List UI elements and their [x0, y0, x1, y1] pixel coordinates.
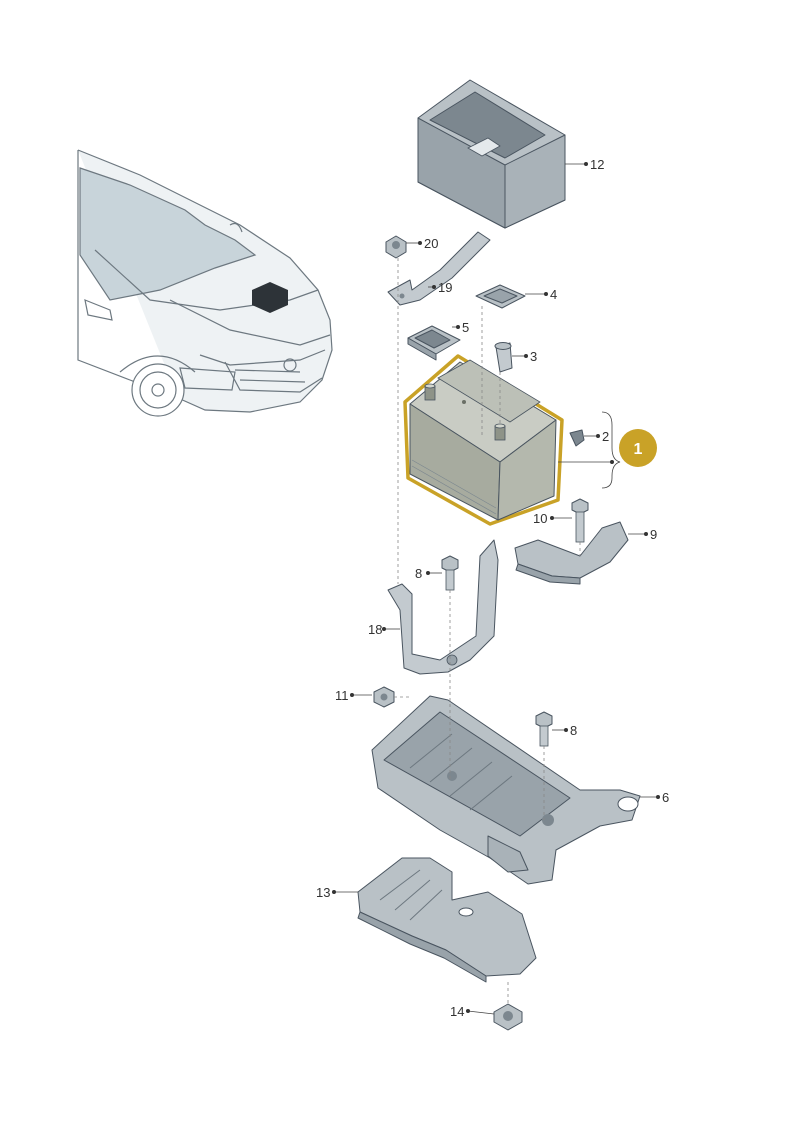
callout-10[interactable]: 10	[533, 511, 547, 526]
bolt-2	[569, 429, 585, 447]
callout-12[interactable]: 12	[590, 157, 604, 172]
callout-8-lower[interactable]: 8	[570, 723, 577, 738]
leader-dots	[332, 162, 660, 1013]
callout-13[interactable]: 13	[316, 885, 330, 900]
battery-1	[403, 354, 564, 526]
nut-11	[373, 686, 395, 708]
callout-5[interactable]: 5	[462, 320, 469, 335]
bracket-strap-18	[387, 539, 499, 675]
assembly-lines	[394, 258, 581, 1004]
lower-bracket-13	[357, 857, 537, 983]
highlight-badge-circle	[619, 429, 657, 467]
battery-location-marker	[252, 282, 288, 313]
callout-14[interactable]: 14	[450, 1004, 464, 1019]
callout-19[interactable]: 19	[438, 280, 452, 295]
cover-cap-4	[475, 284, 526, 309]
highlight-badge-label: 1	[634, 441, 643, 458]
bolt-10	[571, 498, 589, 543]
callout-8-upper[interactable]: 8	[415, 566, 422, 581]
plug-3	[494, 342, 513, 373]
callout-3[interactable]: 3	[530, 349, 537, 364]
bolt-8-upper	[441, 555, 459, 591]
battery-box-cover	[417, 79, 566, 229]
callout-9[interactable]: 9	[650, 527, 657, 542]
clamp-strip-19	[387, 231, 491, 306]
callout-labels: 12 20 19 4 5 3 2 10 9 8 18 11 8 6 13 14	[316, 157, 669, 1019]
bolt-8-lower	[535, 711, 553, 747]
callout-11[interactable]: 11	[335, 688, 349, 703]
leader-lines	[334, 163, 658, 1015]
callout-2[interactable]: 2	[602, 429, 609, 444]
terminal-cap-5	[407, 325, 461, 361]
bracket-9	[514, 521, 629, 585]
nut-20	[385, 235, 407, 259]
callout-4[interactable]: 4	[550, 287, 557, 302]
vehicle-illustration	[77, 149, 333, 417]
callout-20[interactable]: 20	[424, 236, 438, 251]
callout-6[interactable]: 6	[662, 790, 669, 805]
battery-tray-6	[371, 695, 641, 885]
highlight-badge[interactable]: 1	[619, 429, 657, 467]
nut-14	[493, 1003, 523, 1031]
callout-18[interactable]: 18	[368, 622, 382, 637]
